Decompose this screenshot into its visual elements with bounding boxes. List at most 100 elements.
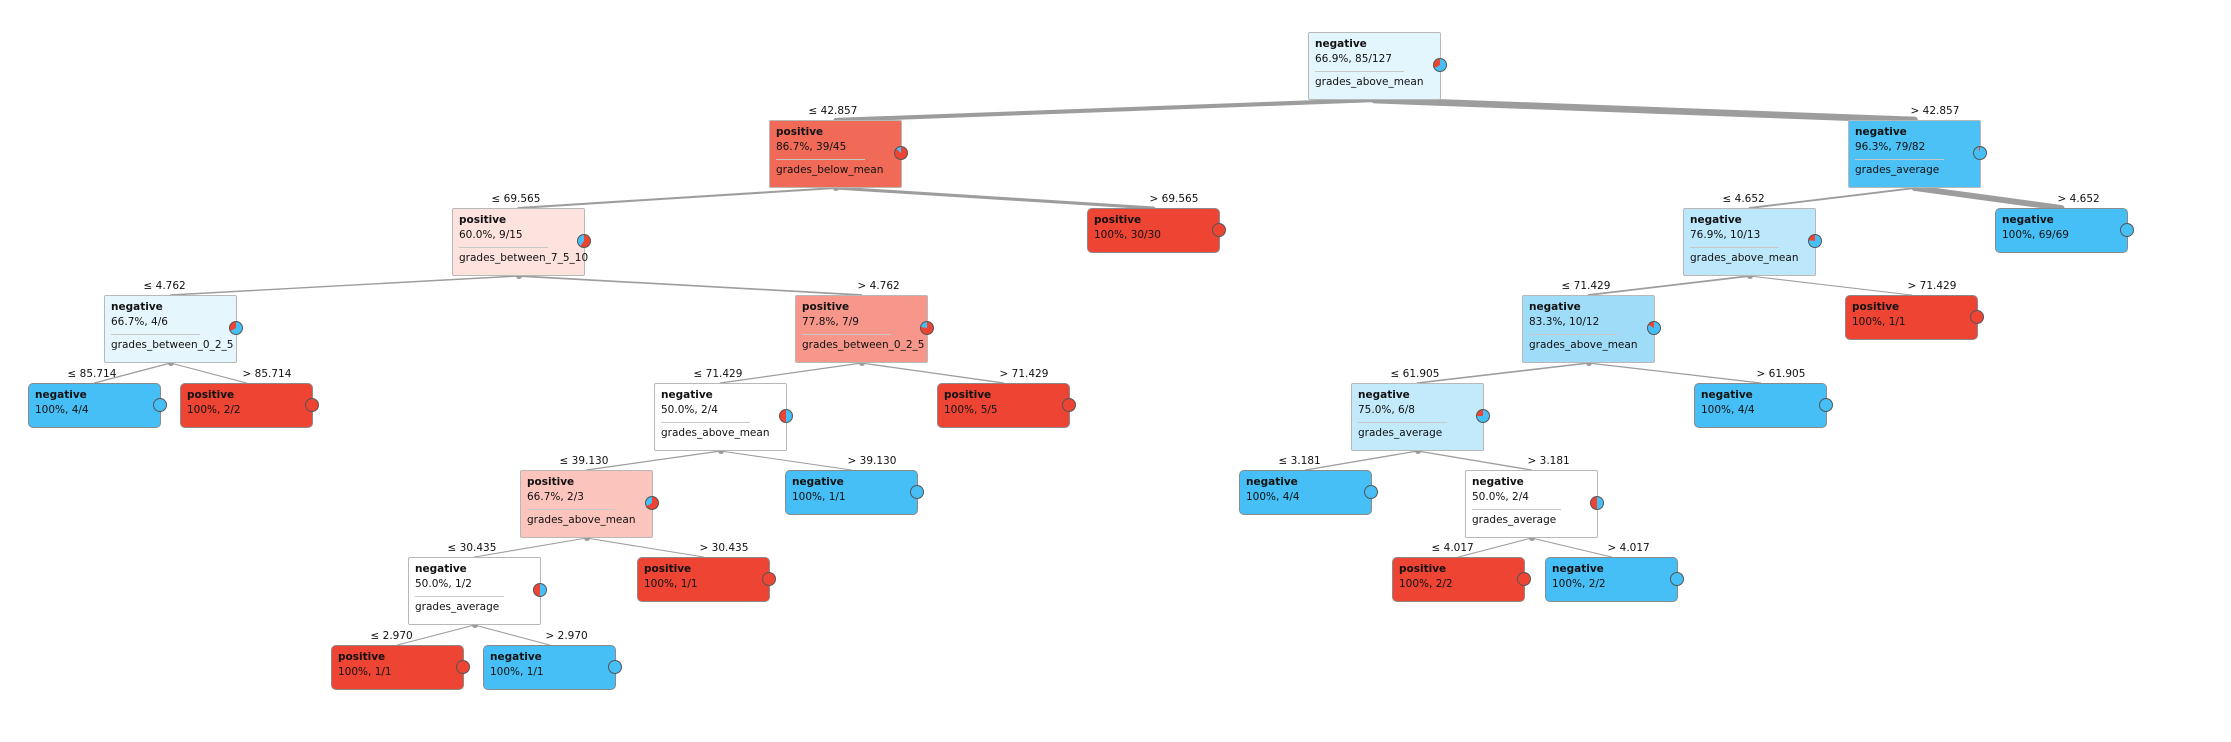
node-stats: 100%, 5/5: [944, 404, 998, 416]
node-class: negative: [1246, 476, 1298, 488]
node-class: positive: [338, 651, 386, 663]
class-distribution-pie-icon: [153, 398, 167, 412]
node-stats: 83.3%, 10/12: [1529, 316, 1600, 328]
class-distribution-pie-icon: [1062, 398, 1076, 412]
edge-split-label: > 30.435: [699, 542, 749, 554]
tree-edge: [1530, 537, 1613, 558]
tree-edge: [473, 624, 551, 646]
node-class: negative: [1855, 126, 1907, 138]
class-distribution-pie-icon: [645, 496, 659, 510]
node-split-attribute: grades_above_mean: [1529, 339, 1638, 351]
node-stats: 100%, 4/4: [1701, 404, 1755, 416]
edge-split-label: > 3.181: [1527, 455, 1570, 467]
node-class: positive: [776, 126, 824, 138]
edge-split-label: ≤ 42.857: [808, 105, 858, 117]
edge-split-label: ≤ 3.181: [1278, 455, 1321, 467]
split-point: [1528, 535, 1535, 541]
node-stats: 66.7%, 4/6: [111, 316, 168, 328]
node-split-attribute: grades_average: [1358, 427, 1443, 439]
node-split-attribute: grades_between_7_5_10: [459, 252, 589, 264]
tree-edge: [93, 362, 172, 384]
class-distribution-pie-icon: [779, 409, 793, 423]
tree-leaf[interactable]: positive 100%, 2/2: [1392, 557, 1531, 602]
class-distribution-pie-icon: [920, 321, 934, 335]
node-divider: [527, 509, 617, 510]
edge-split-label: > 71.429: [999, 368, 1049, 380]
tree-leaf[interactable]: positive 100%, 5/5: [937, 383, 1076, 428]
node-class: positive: [1399, 563, 1447, 575]
split-point: [1911, 185, 1918, 191]
node-stats: 50.0%, 2/4: [661, 404, 718, 416]
node-divider: [802, 334, 892, 335]
edge-split-label: > 85.714: [242, 368, 292, 380]
node-class: positive: [944, 389, 992, 401]
node-class: negative: [661, 389, 713, 401]
tree-edge: [1748, 187, 1916, 209]
node-divider: [661, 422, 751, 423]
class-distribution-pie-icon: [762, 572, 776, 586]
node-stats: 100%, 1/1: [1852, 316, 1906, 328]
node-stats: 66.7%, 2/3: [527, 491, 584, 503]
tree-edge: [169, 275, 520, 296]
node-stats: 96.3%, 79/82: [1855, 141, 1926, 153]
tree-edge: [1748, 275, 1913, 296]
class-distribution-pie-icon: [456, 660, 470, 674]
node-class: negative: [1690, 214, 1742, 226]
tree-edge: [1416, 362, 1590, 384]
node-class: positive: [187, 389, 235, 401]
class-distribution-pie-icon: [1973, 146, 1987, 160]
edge-split-label: ≤ 4.762: [143, 280, 186, 292]
tree-edge: [517, 186, 837, 210]
tree-edge: [1587, 275, 1751, 296]
node-class: negative: [1472, 476, 1524, 488]
edge-split-label: ≤ 85.714: [67, 368, 117, 380]
tree-edge: [517, 275, 863, 296]
node-class: positive: [459, 214, 507, 226]
tree-edge: [719, 450, 853, 471]
node-stats: 50.0%, 2/4: [1472, 491, 1529, 503]
node-split-attribute: grades_above_mean: [527, 514, 636, 526]
class-distribution-pie-icon: [2120, 223, 2134, 237]
tree-edge: [1416, 450, 1533, 471]
class-distribution-pie-icon: [910, 485, 924, 499]
split-point: [1746, 273, 1753, 279]
node-split-attribute: grades_between_0_2_5: [802, 339, 925, 351]
tree-edge: [169, 362, 248, 384]
edge-split-label: > 4.017: [1607, 542, 1650, 554]
class-distribution-pie-icon: [1819, 398, 1833, 412]
edge-split-label: > 42.857: [1910, 105, 1960, 117]
tree-edge: [1304, 450, 1419, 471]
edge-split-label: > 4.652: [2057, 193, 2100, 205]
edge-split-label: ≤ 69.565: [491, 193, 541, 205]
class-distribution-pie-icon: [1808, 234, 1822, 248]
edge-split-label: > 39.130: [847, 455, 897, 467]
node-stats: 100%, 2/2: [1399, 578, 1453, 590]
tree-edge: [860, 362, 1005, 384]
